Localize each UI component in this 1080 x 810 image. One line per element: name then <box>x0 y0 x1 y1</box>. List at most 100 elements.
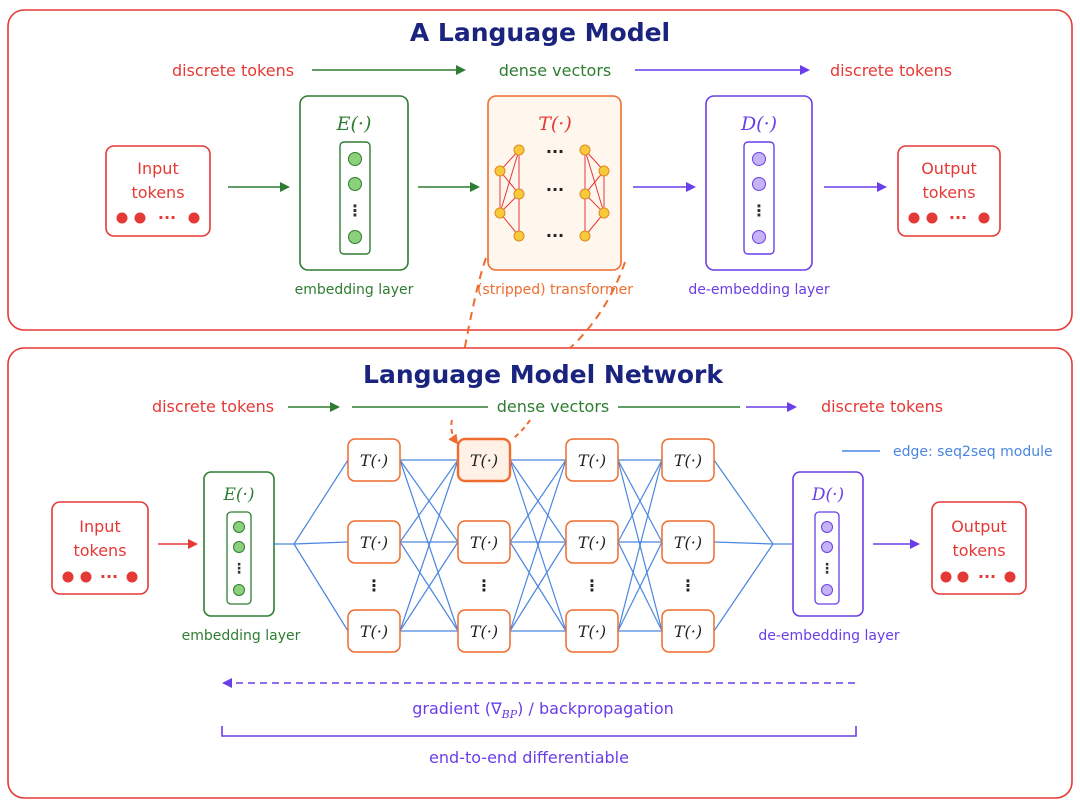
embed-node <box>233 584 245 596</box>
top-flow-right-label: discrete tokens <box>830 61 952 80</box>
gradient-label: gradient (∇BP) / backpropagation <box>412 699 674 721</box>
transformer-node <box>579 188 591 200</box>
gradient-subscript: BP <box>501 708 518 721</box>
top-input-line1: Input <box>137 159 178 178</box>
token-dot <box>126 571 138 583</box>
deembed-node <box>752 152 766 166</box>
network-edge <box>293 459 349 545</box>
top-deembed-vector <box>743 141 775 255</box>
token-dot <box>908 212 920 224</box>
deembed-node <box>752 177 766 191</box>
network-node-label: T(·) <box>470 533 498 552</box>
bottom-embedding-label: embedding layer <box>182 628 301 644</box>
bottom-input-line2: tokens <box>73 541 126 560</box>
transformer-node <box>513 144 525 156</box>
transformer-node <box>579 144 591 156</box>
deembed-node <box>821 541 833 553</box>
network-node-label: T(·) <box>470 622 498 641</box>
zoom-connector-right <box>569 261 626 349</box>
network-node-label: T(·) <box>578 451 606 470</box>
network-node-label: T(·) <box>360 451 388 470</box>
bottom-embed-function: E(·) <box>222 485 254 505</box>
top-output-box <box>897 145 1001 237</box>
bottom-deembedding-label: de-embedding layer <box>758 628 900 644</box>
bottom-embed-vector <box>226 511 252 605</box>
transformer-edge <box>584 149 605 214</box>
network-edge <box>399 459 459 543</box>
bottom-deembed-vector <box>814 511 840 605</box>
transformer-node <box>598 207 610 219</box>
network-node-label: T(·) <box>360 533 388 552</box>
transformer-node <box>494 207 506 219</box>
top-output-line1: Output <box>921 159 977 178</box>
bottom-output-box <box>931 501 1027 595</box>
network-node-box <box>661 438 715 482</box>
network-nodes: T(·)T(·)T(·)⋮T(·)T(·)T(·)⋮T(·)T(·)T(·)⋮T… <box>347 437 715 653</box>
embed-vdots: ⋮ <box>347 201 363 220</box>
token-dot <box>957 571 969 583</box>
token-dot <box>62 571 74 583</box>
top-embed-vector <box>339 141 371 255</box>
network-edge <box>293 543 349 632</box>
deembed-node <box>821 584 833 596</box>
trans-ellipsis: ··· <box>546 142 564 161</box>
token-dot <box>188 212 200 224</box>
token-dot <box>80 571 92 583</box>
network-node-label: T(·) <box>674 451 702 470</box>
network-edges <box>274 459 793 632</box>
network-edge <box>509 541 567 632</box>
network-vdots: ⋮ <box>584 576 600 595</box>
token-dot <box>926 212 938 224</box>
network-node-box <box>347 520 401 564</box>
network-node-box <box>565 609 619 653</box>
network-node-box <box>347 438 401 482</box>
token-dot <box>978 212 990 224</box>
top-transformer-box <box>487 95 622 271</box>
embed-vdots: ⋮ <box>232 561 246 577</box>
bottom-flow-mid-label: dense vectors <box>497 397 610 416</box>
trans-ellipsis: ··· <box>546 180 564 199</box>
token-dot <box>116 212 128 224</box>
bottom-flow-left-label: discrete tokens <box>152 397 274 416</box>
bottom-panel <box>7 347 1073 799</box>
token-ellipsis: ··· <box>978 567 996 586</box>
top-flow-mid-label: dense vectors <box>499 61 612 80</box>
transformer-node <box>579 230 591 242</box>
bottom-flow-right-label: discrete tokens <box>821 397 943 416</box>
top-title: A Language Model <box>410 18 670 47</box>
network-node-box <box>661 609 715 653</box>
network-node-label: T(·) <box>578 622 606 641</box>
network-node-box <box>565 520 619 564</box>
zoom-connector-right-tip <box>511 419 531 441</box>
network-edge <box>713 541 774 545</box>
token-dot <box>940 571 952 583</box>
network-node-box <box>661 520 715 564</box>
transformer-node <box>513 188 525 200</box>
top-deembedding-label: de-embedding layer <box>688 282 830 298</box>
token-ellipsis: ··· <box>158 208 176 227</box>
top-deembed-function: D(·) <box>740 113 777 135</box>
top-embed-function: E(·) <box>336 113 372 135</box>
network-edge <box>713 543 774 632</box>
e2e-label: end-to-end differentiable <box>429 748 629 767</box>
deembed-node <box>821 521 833 533</box>
network-node-box <box>457 609 511 653</box>
top-input-box <box>105 145 211 237</box>
network-node-box <box>347 609 401 653</box>
top-embedding-label: embedding layer <box>295 282 414 298</box>
network-node-label: T(·) <box>360 622 388 641</box>
trans-ellipsis: ··· <box>546 226 564 245</box>
bottom-deembed-function: D(·) <box>811 485 844 505</box>
zoom-connector-left <box>463 257 487 353</box>
network-node-label: T(·) <box>578 533 606 552</box>
gradient-label-post: ) / backpropagation <box>517 699 674 718</box>
network-node-box <box>565 438 619 482</box>
network-vdots: ⋮ <box>476 576 492 595</box>
network-edge <box>617 541 663 632</box>
network-vdots: ⋮ <box>680 576 696 595</box>
token-ellipsis: ··· <box>949 208 967 227</box>
bottom-input-line1: Input <box>79 517 120 536</box>
embed-node <box>348 177 362 191</box>
transformer-edge <box>499 149 520 214</box>
